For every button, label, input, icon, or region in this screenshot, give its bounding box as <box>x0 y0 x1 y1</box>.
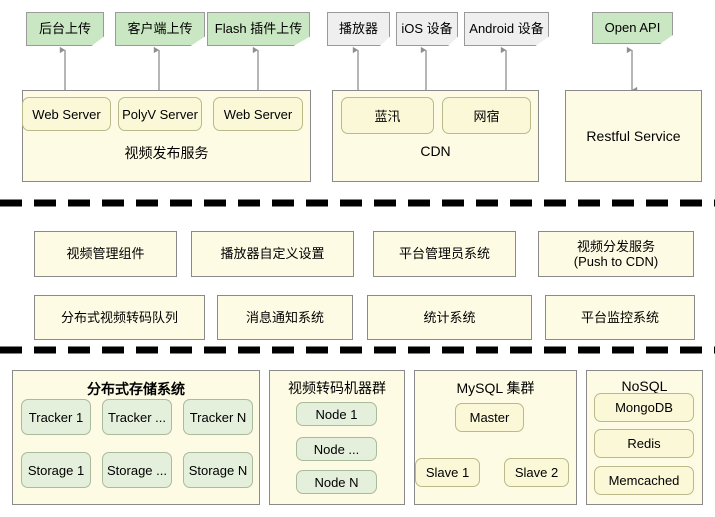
mid-statistics-system[interactable]: 统计系统 <box>367 295 532 340</box>
group-title-video-transcode-cluster: 视频转码机器群 <box>288 380 386 396</box>
box-redis[interactable]: Redis <box>594 429 694 458</box>
box-web-server-2[interactable]: Web Server <box>213 97 303 131</box>
note-ios-device[interactable]: iOS 设备 <box>396 12 458 46</box>
box-tracker-mid[interactable]: Tracker ... <box>102 399 172 435</box>
group-title-distributed-storage: 分布式存储系统 <box>87 381 185 397</box>
box-polyv-server[interactable]: PolyV Server <box>118 97 202 131</box>
mid-message-notification-system[interactable]: 消息通知系统 <box>217 295 353 340</box>
box-storage-1[interactable]: Storage 1 <box>21 452 91 488</box>
panel-cdn: CDN <box>332 90 539 182</box>
panel-title-cdn: CDN <box>420 143 451 159</box>
note-open-api[interactable]: Open API <box>592 12 673 44</box>
box-storage-n[interactable]: Storage N <box>183 452 253 488</box>
box-storage-mid[interactable]: Storage ... <box>102 452 172 488</box>
box-node-n[interactable]: Node N <box>296 470 377 494</box>
box-memcached[interactable]: Memcached <box>594 466 694 495</box>
box-node-1[interactable]: Node 1 <box>296 402 377 426</box>
note-flash-upload[interactable]: Flash 插件上传 <box>207 12 310 46</box>
mid-player-custom-settings[interactable]: 播放器自定义设置 <box>191 231 354 277</box>
box-web-server-1[interactable]: Web Server <box>22 97 111 131</box>
group-title-mysql-cluster: MySQL 集群 <box>456 380 535 396</box>
box-mysql-master[interactable]: Master <box>455 403 524 432</box>
box-wangsu[interactable]: 网宿 <box>442 97 531 134</box>
note-client-upload[interactable]: 客户端上传 <box>115 12 205 46</box>
note-android-device[interactable]: Android 设备 <box>464 12 549 46</box>
mid-distributed-transcode-queue[interactable]: 分布式视频转码队列 <box>34 295 205 340</box>
group-title-nosql: NoSQL <box>621 378 668 394</box>
mid-video-distribution-service-label: 视频分发服务 (Push to CDN) <box>573 238 659 269</box>
panel-restful-service: Restful Service <box>565 90 702 182</box>
box-chinacache[interactable]: 蓝汛 <box>341 97 434 134</box>
box-tracker-1[interactable]: Tracker 1 <box>21 399 91 435</box>
box-tracker-n[interactable]: Tracker N <box>183 399 253 435</box>
note-player[interactable]: 播放器 <box>327 12 390 46</box>
mid-platform-monitoring-system[interactable]: 平台监控系统 <box>545 295 695 340</box>
box-mongodb[interactable]: MongoDB <box>594 393 694 422</box>
panel-title-video-publish-service: 视频发布服务 <box>124 145 209 161</box>
box-mysql-slave-2[interactable]: Slave 2 <box>504 458 569 487</box>
mid-platform-admin-system[interactable]: 平台管理员系统 <box>373 231 516 277</box>
note-backend-upload[interactable]: 后台上传 <box>26 12 104 46</box>
box-mysql-slave-1[interactable]: Slave 1 <box>415 458 480 487</box>
panel-title-restful-service: Restful Service <box>586 128 681 144</box>
mid-video-distribution-service[interactable]: 视频分发服务 (Push to CDN) <box>538 231 694 277</box>
mid-video-management-component[interactable]: 视频管理组件 <box>34 231 177 277</box>
box-node-mid[interactable]: Node ... <box>296 437 377 461</box>
